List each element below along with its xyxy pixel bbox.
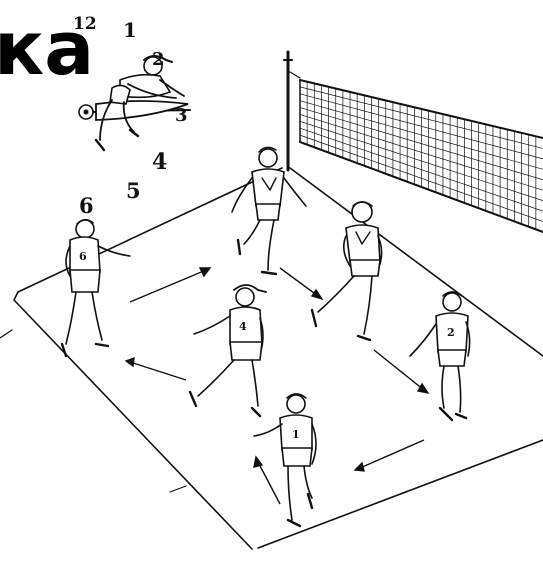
jersey-number-6: 6 <box>79 250 87 263</box>
rotation-arrows <box>126 268 428 504</box>
net <box>290 72 543 232</box>
server-figure <box>79 56 190 150</box>
player-2: 2 <box>410 292 470 420</box>
player-4: 4 <box>190 285 266 416</box>
arrow-4-to-6 <box>126 358 186 380</box>
court-left-sideline <box>18 168 282 292</box>
position-label-2: 2 <box>152 49 165 70</box>
player-top-center <box>232 147 306 274</box>
position-label-1: 1 <box>123 18 137 42</box>
position-label-5: 5 <box>126 178 141 203</box>
arrow-2-to-1 <box>355 440 424 471</box>
arrow-top-to-right <box>280 268 322 299</box>
net-post <box>284 52 292 170</box>
court-net-line <box>290 168 543 356</box>
court-tick-mark <box>170 486 186 492</box>
jersey-number-1: 1 <box>292 428 300 441</box>
arrow-1-to-4 <box>254 457 280 504</box>
position-label-3: 3 <box>175 105 188 126</box>
position-label-4: 4 <box>152 149 167 175</box>
player-6: 6 <box>62 220 130 356</box>
arrow-upper-right-to-2 <box>374 350 428 393</box>
court-attack-line-stub <box>0 330 12 338</box>
arrow-6-to-5 <box>130 268 210 302</box>
player-upper-right <box>312 202 382 340</box>
heading-superscript: 12 <box>73 14 97 34</box>
player-1: 1 <box>254 394 316 526</box>
jersey-number-4: 4 <box>239 320 247 333</box>
court-back-line <box>14 292 252 549</box>
jersey-number-2: 2 <box>447 326 455 339</box>
position-label-6: 6 <box>79 193 94 218</box>
